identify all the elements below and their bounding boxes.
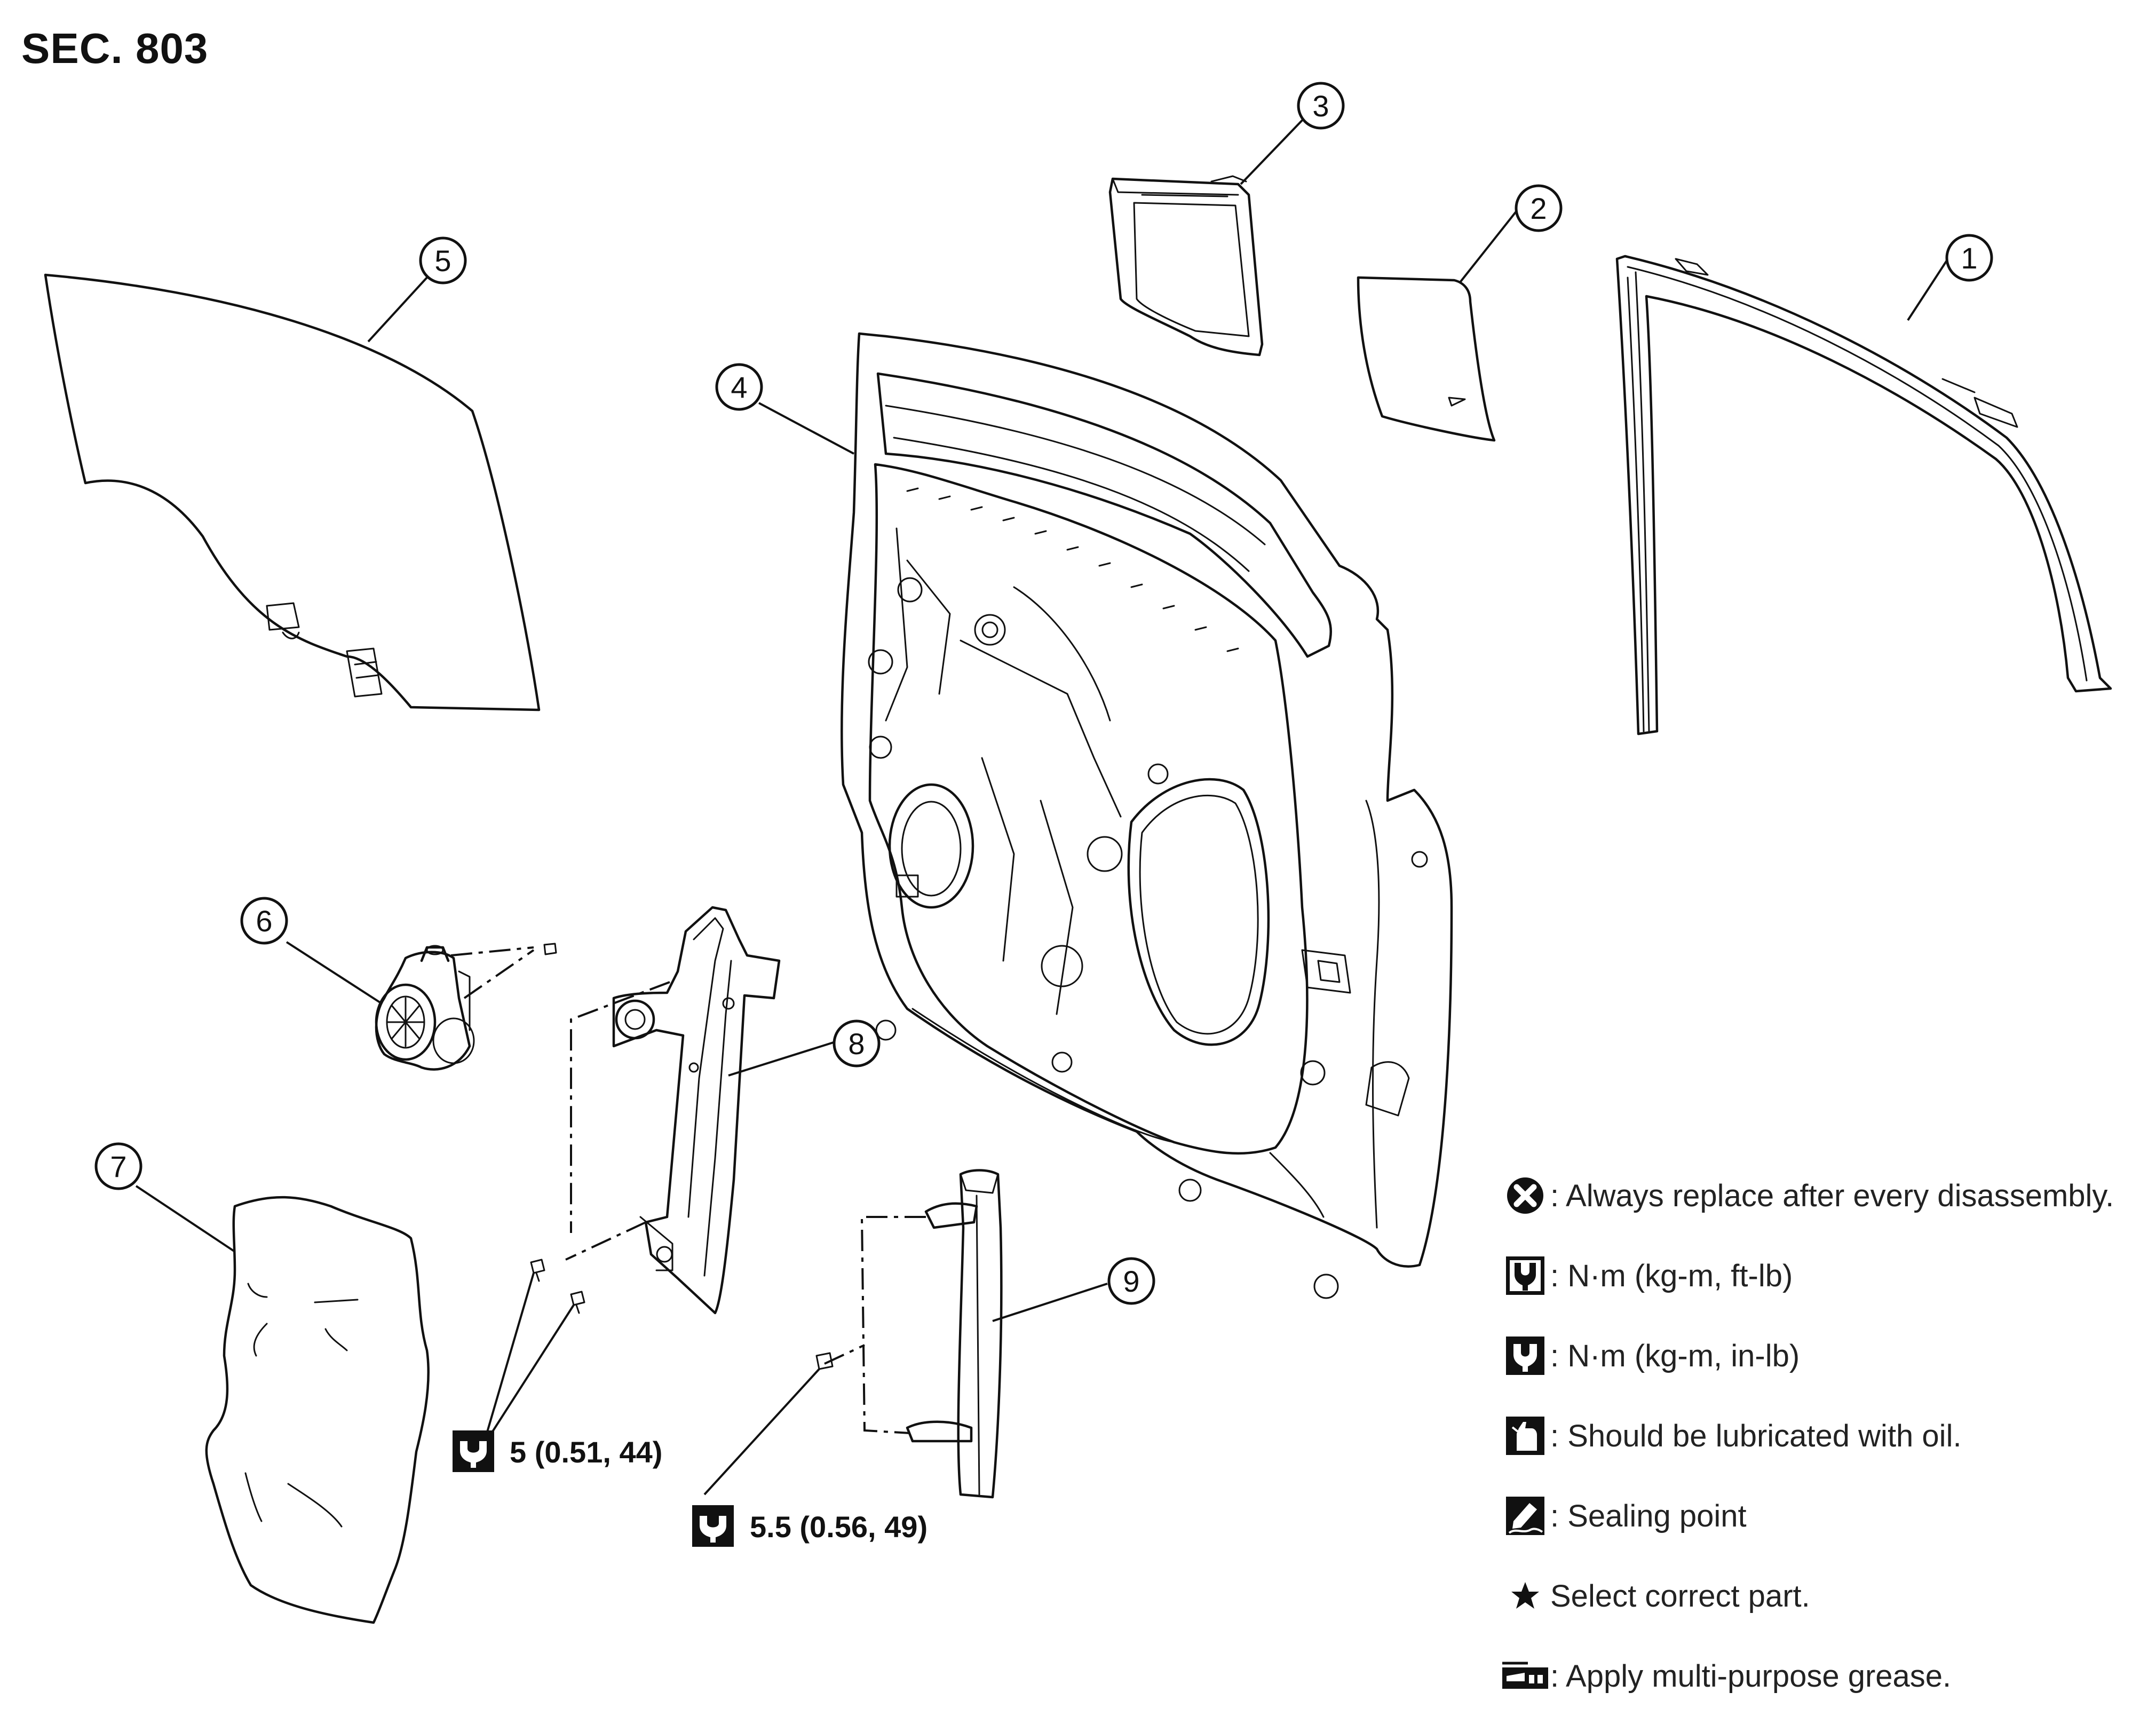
part-partition-glass xyxy=(1357,276,1496,442)
leader-2 xyxy=(1459,210,1518,284)
svg-text:5.5 (0.56, 49): 5.5 (0.56, 49) xyxy=(750,1510,928,1544)
svg-text:1: 1 xyxy=(1961,241,1977,275)
leader-torque-2 xyxy=(703,1368,820,1496)
leader-3 xyxy=(1240,114,1309,185)
leader-6 xyxy=(286,941,383,1005)
motor-screw xyxy=(543,943,557,955)
callout-2: 2 xyxy=(1515,184,1563,232)
legend-item-sealing: : Sealing point xyxy=(1500,1476,2151,1556)
channel-bolt-line xyxy=(824,1216,926,1434)
callout-1: 1 xyxy=(1945,234,1993,282)
svg-text:8: 8 xyxy=(848,1027,865,1061)
callout-6: 6 xyxy=(240,897,288,945)
legend-item-grease: : Apply multi-purpose grease. xyxy=(1500,1636,2151,1716)
leader-1 xyxy=(1907,258,1949,321)
callout-5: 5 xyxy=(419,236,467,284)
torque-label-regulator: 5 (0.51, 44) xyxy=(453,1430,662,1472)
legend-item-torque-ft-lb: : N·m (kg-m, ft-lb) xyxy=(1500,1236,2151,1316)
oil-can-icon xyxy=(1500,1411,1550,1461)
exploded-parts-diagram: SEC. 803 xyxy=(21,25,2114,1694)
callout-9: 9 xyxy=(1107,1257,1155,1305)
callout-8: 8 xyxy=(833,1019,881,1067)
part-door-sash-weatherstrip xyxy=(1615,255,2112,736)
torque-in-lb-icon xyxy=(1500,1331,1550,1381)
legend-item-torque-in-lb: : N·m (kg-m, in-lb) xyxy=(1500,1316,2151,1396)
always-replace-icon xyxy=(1500,1171,1550,1221)
regulator-bolt-line-upper xyxy=(570,981,670,1233)
regulator-bolt-line-lower xyxy=(565,1221,646,1261)
svg-text:5: 5 xyxy=(434,244,451,278)
section-title: SEC. 803 xyxy=(21,25,209,72)
leader-9 xyxy=(992,1283,1108,1322)
torque-in-lb-icon xyxy=(692,1505,734,1547)
svg-text:9: 9 xyxy=(1123,1264,1139,1298)
svg-text:6: 6 xyxy=(256,904,272,938)
part-door-panel xyxy=(841,332,1453,1299)
channel-bolt xyxy=(815,1352,834,1370)
regulator-bolt-b xyxy=(570,1291,585,1314)
part-door-glass xyxy=(44,273,541,711)
grease-icon xyxy=(1500,1651,1550,1702)
leader-7 xyxy=(135,1185,236,1253)
svg-text:2: 2 xyxy=(1530,192,1547,225)
torque-in-lb-icon xyxy=(453,1430,494,1472)
part-window-regulator xyxy=(612,906,781,1315)
regulator-bolt-a xyxy=(530,1259,545,1282)
sealing-point-icon xyxy=(1500,1491,1550,1541)
callout-3: 3 xyxy=(1297,82,1345,130)
star-icon xyxy=(1500,1571,1550,1622)
leader-5 xyxy=(367,276,428,343)
part-corner-sash-seal xyxy=(1108,175,1264,357)
torque-label-channel: 5.5 (0.56, 49) xyxy=(692,1505,928,1547)
legend-item-oil: : Should be lubricated with oil. xyxy=(1500,1396,2151,1476)
callout-7: 7 xyxy=(94,1142,142,1190)
part-regulator-motor xyxy=(375,945,475,1071)
callout-4: 4 xyxy=(715,363,763,411)
part-sealing-screen xyxy=(205,1196,430,1624)
leader-8 xyxy=(728,1041,836,1077)
torque-ft-lb-icon xyxy=(1500,1251,1550,1301)
part-rear-sash-channel xyxy=(906,1169,1003,1499)
motor-screw-line xyxy=(450,946,535,999)
legend: : Always replace after every disassembly… xyxy=(1500,1156,2151,1716)
svg-text:5 (0.51, 44): 5 (0.51, 44) xyxy=(510,1435,662,1469)
legend-item-always-replace: : Always replace after every disassembly… xyxy=(1500,1156,2151,1236)
leader-4 xyxy=(758,402,854,455)
legend-item-select-part: Select correct part. xyxy=(1500,1556,2151,1636)
leader-torque-1 xyxy=(482,1272,575,1448)
svg-text:3: 3 xyxy=(1312,89,1329,123)
diagram-canvas: 1 2 3 4 5 6 7 8 xyxy=(44,82,2112,1624)
svg-text:4: 4 xyxy=(731,370,747,404)
svg-text:7: 7 xyxy=(110,1150,126,1183)
